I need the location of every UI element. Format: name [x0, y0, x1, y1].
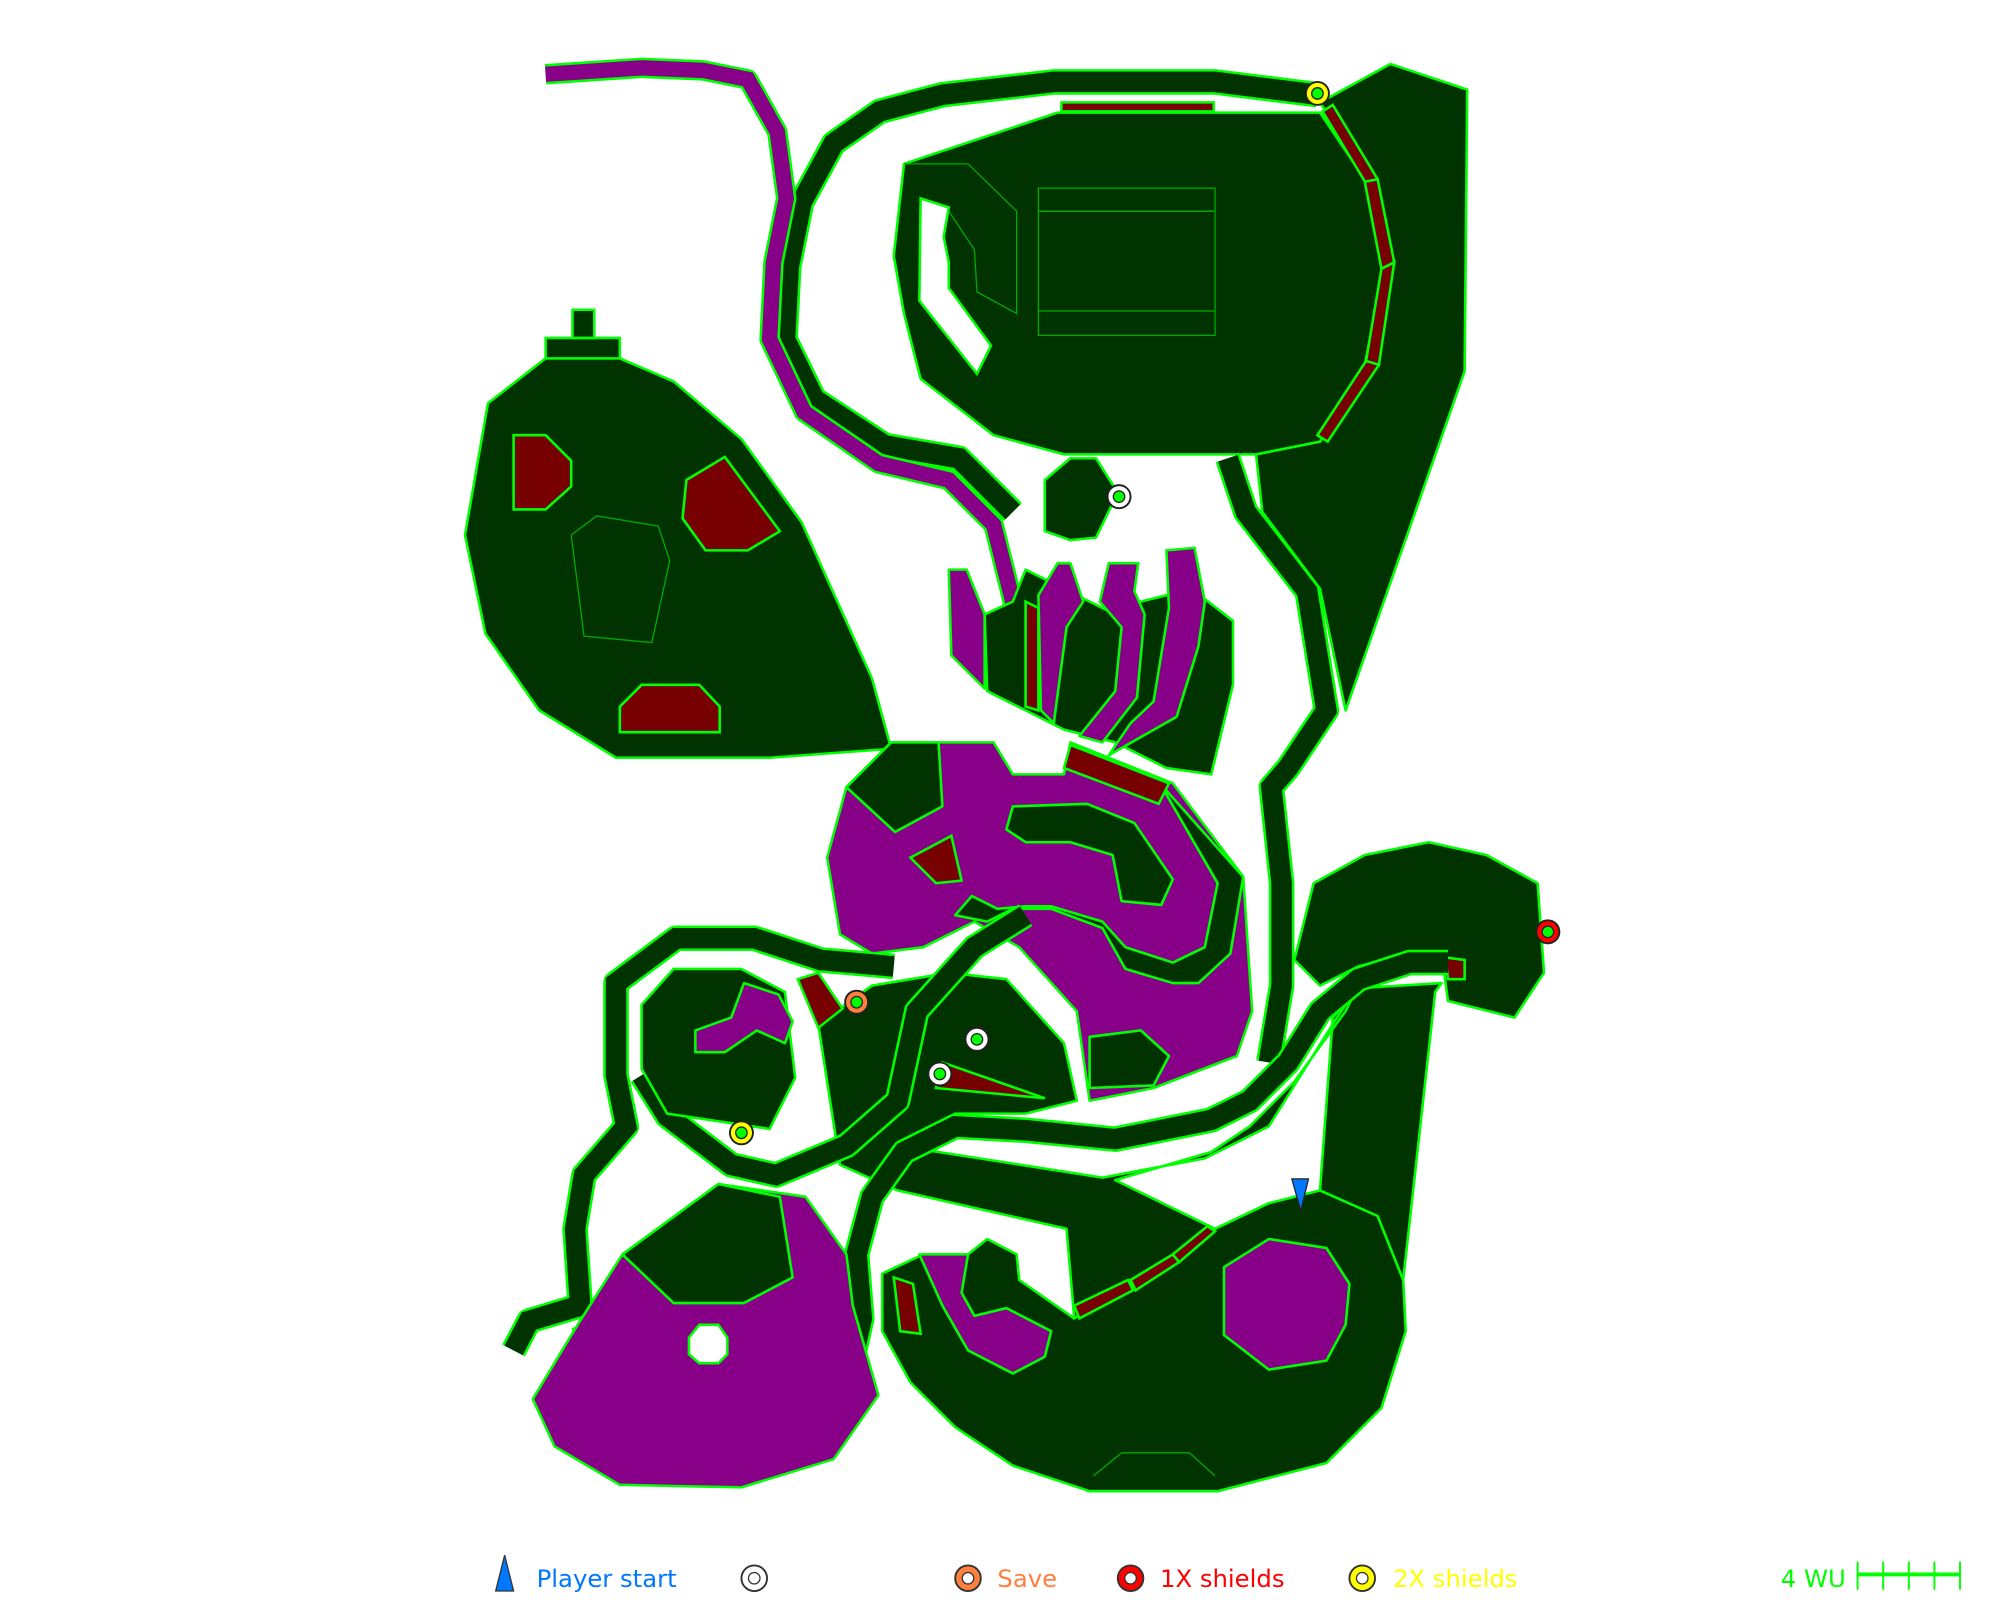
lava-pool [512, 433, 573, 511]
shields-2x-marker[interactable] [728, 1120, 754, 1146]
pattern-buffer-marker[interactable] [1106, 484, 1132, 510]
lava-strip [1072, 1278, 1135, 1321]
save-marker[interactable] [844, 989, 870, 1015]
lava-strip [1315, 359, 1381, 444]
liquid-finger [1107, 546, 1207, 757]
shields-1x-icon [1116, 1564, 1145, 1592]
lava-strip [892, 1275, 923, 1336]
lava-strip [1170, 1224, 1218, 1264]
pattern-buffer-icon [740, 1564, 768, 1592]
north-room-ledge [904, 163, 1018, 315]
central-ledge [845, 741, 944, 834]
lava-strip [1024, 599, 1040, 713]
small-octagon-room [1043, 456, 1120, 542]
pattern-buffer-marker[interactable] [927, 1061, 953, 1087]
scale-bar [1856, 1561, 1961, 1590]
west-room-alcove [544, 336, 622, 360]
liquid-finger [1078, 561, 1146, 744]
player-start-marker[interactable] [1290, 1178, 1310, 1214]
west-room-floor-lines [570, 515, 671, 644]
west-room-alcove [571, 308, 596, 340]
west-room [463, 357, 893, 760]
central-ledge [1005, 802, 1175, 907]
shields-1x-marker[interactable] [1535, 919, 1561, 945]
north-loop-corridor [774, 71, 1319, 520]
east-hook-room [1293, 840, 1546, 1019]
southwest-pillar [687, 1323, 729, 1365]
north-room-pit [918, 196, 993, 377]
central-ridge [953, 782, 1245, 985]
legend-shields-1x: 1X shields [1160, 1564, 1285, 1593]
player-start-icon [494, 1555, 515, 1592]
liquid-corridor [545, 60, 1034, 705]
legend-shields-2x: 2X shields [1393, 1564, 1518, 1593]
lava-pool [618, 683, 721, 734]
lava-strip [796, 971, 845, 1030]
pattern-buffer-marker[interactable] [964, 1026, 990, 1052]
shields-2x-marker[interactable] [1304, 80, 1330, 106]
legend-player-start: Player start [537, 1564, 677, 1593]
lava-strip [1443, 955, 1466, 981]
west-loop-corridor [504, 928, 895, 1356]
east-corridor [1218, 455, 1338, 1065]
legend: Player start Save 1X shields 2X shields … [494, 1555, 1961, 1593]
legend-scale-label: 4 WU [1781, 1564, 1846, 1593]
save-icon [954, 1564, 982, 1592]
lava-pool [908, 833, 964, 885]
legend-save: Save [997, 1564, 1057, 1593]
liquid-finger [947, 568, 986, 690]
southeast-floor-lines [1093, 1452, 1216, 1477]
liquid-finger [1037, 561, 1085, 725]
inner-corridor [632, 906, 1032, 1186]
ring-room-pool [694, 981, 794, 1054]
north-room [892, 111, 1386, 456]
lava-strip [1060, 101, 1216, 113]
lava-pool [681, 455, 782, 552]
north-room-platform [1037, 187, 1216, 336]
central-ledge [1088, 1029, 1171, 1090]
lava-strip [1062, 743, 1171, 806]
southeast-liquid-pool [918, 1253, 1053, 1375]
shields-2x-icon [1348, 1564, 1376, 1592]
southwest-ledge [621, 1182, 794, 1305]
southeast-liquid-pool [1222, 1237, 1351, 1371]
